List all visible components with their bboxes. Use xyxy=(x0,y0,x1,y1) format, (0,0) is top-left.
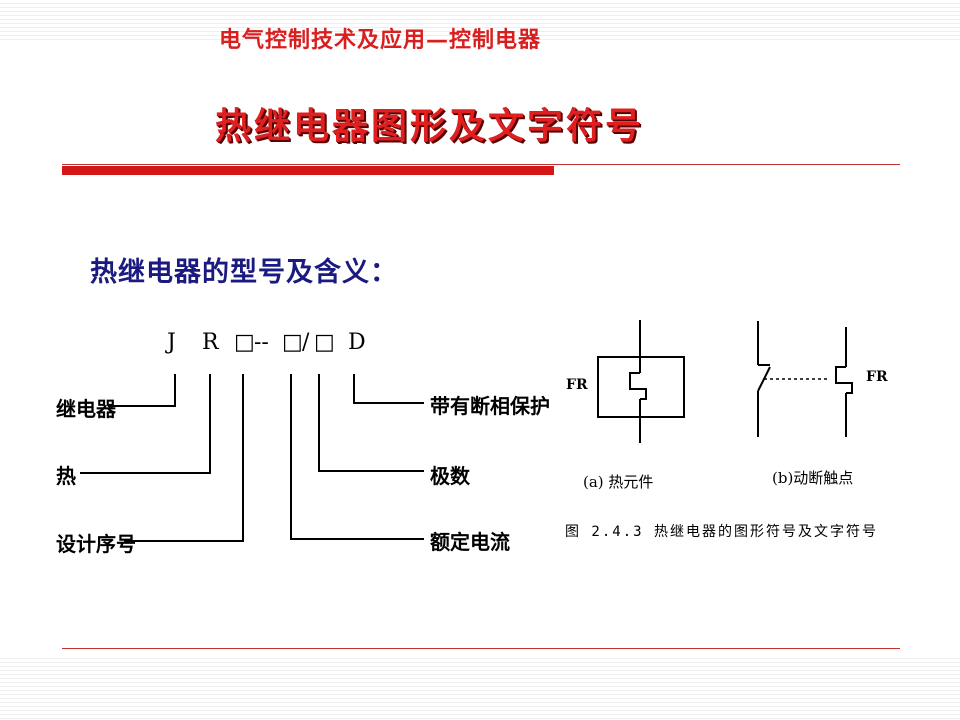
leader-poles-v xyxy=(318,374,320,472)
leader-phase-h xyxy=(353,402,424,404)
caption-nc-contact: (b)动断触点 xyxy=(772,469,854,487)
main-title: 热继电器图形及文字符号 xyxy=(215,106,645,147)
code-j: J xyxy=(167,330,176,355)
leader-design-h xyxy=(124,540,244,542)
leader-poles-h xyxy=(318,470,424,472)
label-phase-protect: 带有断相保护 xyxy=(430,394,550,418)
bottom-rule xyxy=(62,648,900,649)
label-heat: 热 xyxy=(56,464,76,488)
code-box-design: □ xyxy=(234,330,255,355)
leader-heat-v xyxy=(209,374,211,474)
label-rated-current: 额定电流 xyxy=(430,530,510,554)
fr-label-a: FR xyxy=(566,377,588,393)
code-slash: / xyxy=(302,330,310,355)
code-d: D xyxy=(348,330,366,355)
section-subtitle: 热继电器的型号及含义： xyxy=(90,257,398,288)
course-title: 电气控制技术及应用—控制电器 xyxy=(218,27,541,53)
leader-design-v xyxy=(242,374,244,542)
title-rule-thin xyxy=(62,164,900,165)
figure-caption: 图 2.4.3 热继电器的图形符号及文字符号 xyxy=(565,524,879,540)
nc-contact-symbol xyxy=(757,321,853,437)
title-rule-thick xyxy=(62,166,554,175)
label-design-no: 设计序号 xyxy=(56,532,136,556)
bottom-stripes xyxy=(0,655,960,720)
fr-label-b: FR xyxy=(866,369,888,385)
leader-phase-v xyxy=(353,374,355,404)
code-box-poles: □ xyxy=(314,330,335,355)
leader-current-h xyxy=(290,538,424,540)
code-dash: -- xyxy=(254,330,269,355)
leader-heat-h xyxy=(80,472,211,474)
leader-relay-h xyxy=(108,405,176,407)
leader-current-v xyxy=(290,374,292,540)
leader-relay-v xyxy=(174,374,176,407)
caption-thermal-element: (a) 热元件 xyxy=(583,473,654,491)
thermal-element-symbol xyxy=(597,320,685,443)
label-poles: 极数 xyxy=(430,464,470,488)
label-relay: 继电器 xyxy=(56,397,116,421)
code-r: R xyxy=(202,330,219,355)
relay-symbols-figure xyxy=(597,320,853,443)
code-box-current: □ xyxy=(282,330,303,355)
top-stripes xyxy=(0,0,960,40)
